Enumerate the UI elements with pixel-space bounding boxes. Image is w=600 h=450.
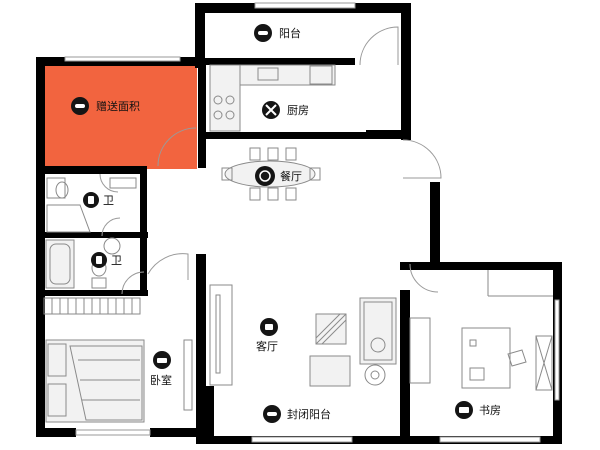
room-label-living: 客厅	[256, 339, 278, 353]
doors	[99, 26, 442, 295]
room-bedroom: 卧室	[150, 351, 172, 387]
room-label-kitchen: 厨房	[287, 104, 309, 117]
room-bonus-area: 赠送面积	[71, 97, 140, 115]
room-enclosed-balcony: 封闭阳台	[263, 405, 331, 423]
room-label-bath-2: 卫	[111, 254, 122, 267]
room-bath-2: 卫	[91, 252, 122, 268]
room-label-study: 书房	[479, 404, 501, 417]
room-label-bonus-area: 赠送面积	[96, 99, 140, 113]
room-label-bedroom: 卧室	[150, 373, 172, 387]
room-study: 书房	[455, 401, 501, 419]
room-label-enclosed-balcony: 封闭阳台	[287, 407, 331, 421]
furniture	[43, 64, 553, 423]
room-dining: 餐厅	[255, 166, 302, 186]
room-bath-1: 卫	[83, 192, 114, 208]
room-label-dining: 餐厅	[280, 169, 302, 183]
room-living: 客厅	[256, 318, 278, 353]
dining-icon	[255, 166, 275, 186]
room-kitchen: 厨房	[262, 101, 309, 119]
room-label-balcony: 阳台	[279, 26, 301, 40]
room-label-bath-1: 卫	[103, 194, 114, 207]
windows	[64, 2, 560, 443]
bonus-area-fill	[44, 65, 197, 169]
room-balcony: 阳台	[254, 24, 301, 42]
